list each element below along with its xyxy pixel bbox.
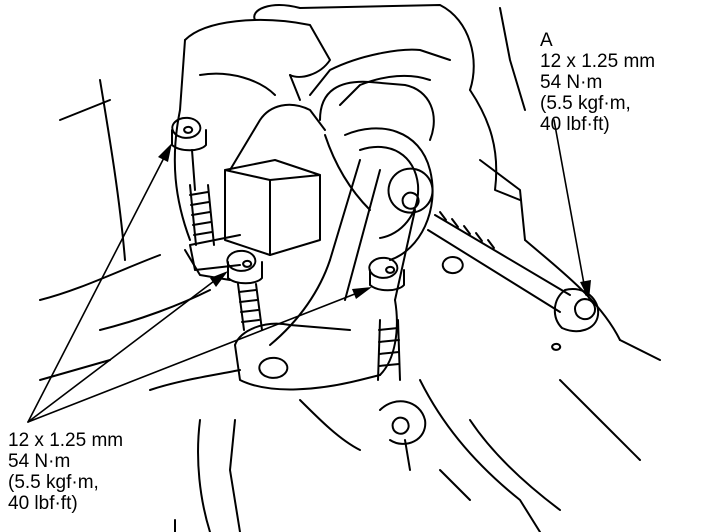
arrowhead-b2 <box>210 271 228 287</box>
callout-a-letter: A <box>540 30 553 51</box>
callout-b-torque-kgf: (5.5 kgf·m, <box>8 472 99 493</box>
middle-bolt <box>226 249 263 331</box>
arrowhead-b3 <box>352 287 372 299</box>
leader-b3 <box>27 289 366 423</box>
leader-b1 <box>27 149 169 423</box>
leader-a <box>553 119 587 296</box>
callout-a: A 12 x 1.25 mm 54 N·m (5.5 kgf·m, 40 lbf… <box>540 30 655 135</box>
engine-mount-bracket <box>184 48 451 391</box>
right-stud <box>368 256 405 381</box>
upper-left-stud <box>171 116 215 246</box>
arrowhead-b1 <box>158 143 172 162</box>
arrowhead-a <box>580 280 591 300</box>
arrowheads <box>158 143 591 300</box>
lower-bracket <box>299 399 427 471</box>
callout-b-torque-nm: 54 N·m <box>8 451 71 472</box>
transmission-housing <box>39 4 661 532</box>
callout-a-size: 12 x 1.25 mm <box>540 51 656 72</box>
leader-lines <box>27 119 587 423</box>
callout-a-torque-lbf: 40 lbf·ft) <box>540 114 610 135</box>
callout-b-size: 12 x 1.25 mm <box>8 430 124 451</box>
callout-b-torque-lbf: 40 lbf·ft) <box>8 493 78 514</box>
callout-b: 12 x 1.25 mm 54 N·m (5.5 kgf·m, 40 lbf·f… <box>8 430 123 514</box>
through-bolt-a <box>427 211 600 351</box>
callout-a-torque-kgf: (5.5 kgf·m, <box>540 93 631 114</box>
leader-b2 <box>27 274 223 423</box>
callout-a-torque-nm: 54 N·m <box>540 72 603 93</box>
